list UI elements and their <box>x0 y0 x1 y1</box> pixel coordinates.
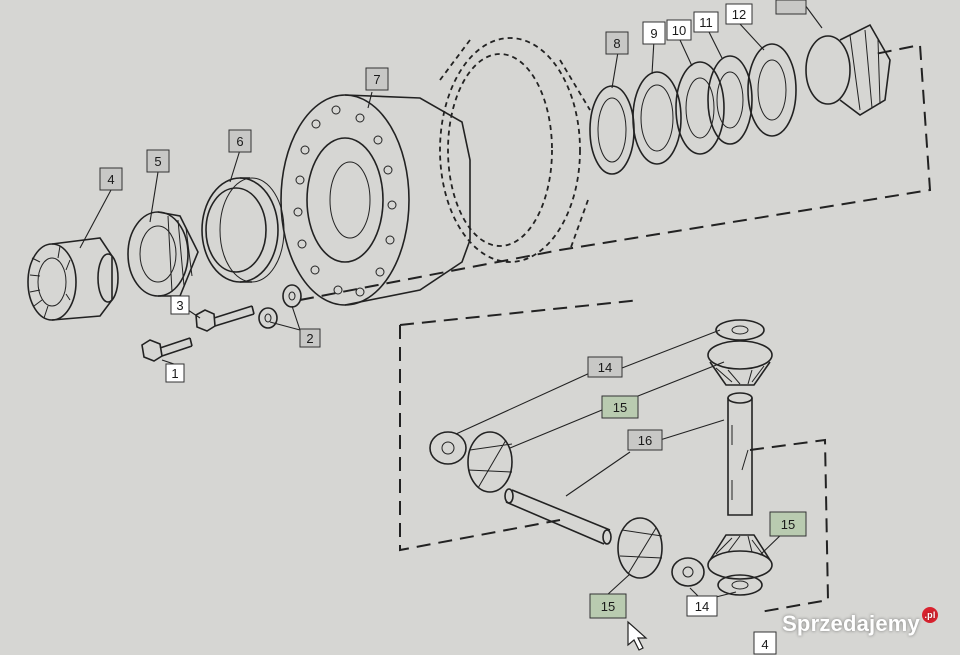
bevel-pinion-part <box>27 237 119 321</box>
svg-text:7: 7 <box>373 72 380 87</box>
svg-text:16: 16 <box>638 433 652 448</box>
pinion-gear-bottom-right <box>707 534 773 580</box>
callout-3: 3 <box>170 295 190 315</box>
callout-15-upper: 15 <box>601 395 639 419</box>
watermark-badge: .pl <box>922 607 938 623</box>
svg-text:14: 14 <box>695 599 709 614</box>
clutch-plate-10 <box>675 61 725 155</box>
clutch-plate-12 <box>747 43 797 137</box>
callout-5: 5 <box>146 149 170 173</box>
callout-1: 1 <box>165 363 185 383</box>
clutch-plate-9 <box>632 71 682 165</box>
callout-2: 2 <box>299 328 321 348</box>
callout-7: 7 <box>365 67 389 91</box>
watermark-text: Sprzedajemy <box>782 611 920 636</box>
svg-text:6: 6 <box>236 134 243 149</box>
svg-text:1: 1 <box>171 366 178 381</box>
pinion-shaft-part <box>504 488 612 545</box>
thrust-washer-left <box>429 431 467 465</box>
thrust-washer-top <box>715 319 765 341</box>
leader-lines <box>79 4 823 599</box>
clutch-plate-8 <box>589 85 635 175</box>
svg-text:2: 2 <box>306 331 313 346</box>
clutch-plate-11 <box>707 55 753 145</box>
pinion-gear-top <box>707 340 773 386</box>
pinion-gear-bottom-left <box>617 517 663 579</box>
svg-text:4: 4 <box>107 172 114 187</box>
svg-text:3: 3 <box>176 298 183 313</box>
callout-11: 11 <box>693 11 719 33</box>
svg-text:11: 11 <box>699 15 713 30</box>
bolt-3-part <box>195 305 255 332</box>
tapered-bearing-part <box>127 211 199 297</box>
upper-group-outline <box>299 43 932 301</box>
callout-6: 6 <box>228 129 252 153</box>
svg-text:15: 15 <box>601 599 615 614</box>
mouse-cursor-icon <box>627 620 648 651</box>
bearing-cup-part <box>201 177 285 283</box>
svg-text:8: 8 <box>613 36 620 51</box>
callout-15-lower: 15 <box>589 593 627 619</box>
side-gear-part <box>805 23 891 116</box>
callout-10: 10 <box>666 19 692 41</box>
washer-2-part <box>258 284 302 329</box>
svg-text:12: 12 <box>732 7 746 22</box>
svg-text:10: 10 <box>672 23 686 38</box>
svg-text:9: 9 <box>650 26 657 41</box>
bolt-1-part <box>141 337 193 362</box>
callout-partial-top <box>775 0 807 15</box>
cross-shaft-part <box>727 392 753 516</box>
callout-16: 16 <box>627 429 663 451</box>
callout-9: 9 <box>642 21 666 45</box>
differential-housing-part <box>280 94 471 306</box>
svg-text:15: 15 <box>613 400 627 415</box>
callout-15-right: 15 <box>769 511 807 537</box>
callout-8: 8 <box>605 31 629 55</box>
svg-text:4: 4 <box>761 637 768 652</box>
svg-text:15: 15 <box>781 517 795 532</box>
lower-group-outline <box>399 299 641 552</box>
callout-4-bottom: 4 <box>753 631 777 655</box>
svg-text:5: 5 <box>154 154 161 169</box>
callout-14-lower: 14 <box>686 595 718 617</box>
callout-4: 4 <box>99 167 123 191</box>
thrust-washer-bottom <box>671 557 763 596</box>
site-watermark: Sprzedajemy.pl <box>782 607 938 637</box>
ring-gear-part <box>439 37 591 263</box>
pinion-gear-left <box>467 431 513 493</box>
svg-text:14: 14 <box>598 360 612 375</box>
callout-12: 12 <box>725 3 753 25</box>
callout-14-upper: 14 <box>587 356 623 378</box>
right-group-outline <box>749 438 830 613</box>
